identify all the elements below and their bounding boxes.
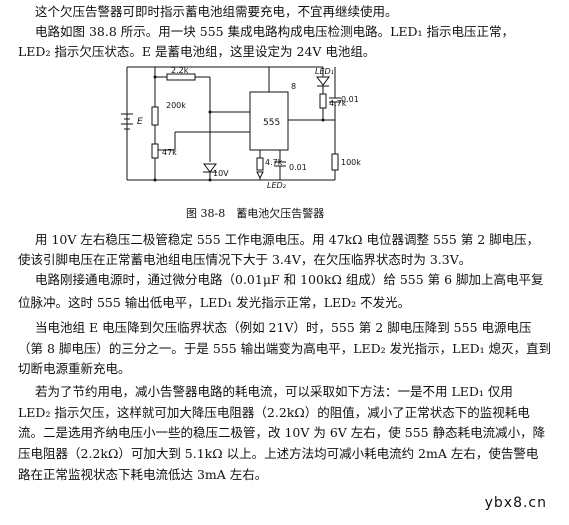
body-line-12: 路在正常监视状态下耗电流低达 3mA 左右。 (18, 467, 268, 482)
intro-line-3: LED₂ 指示欠压状态。E 是蓄电池组，这里设定为 24V 电池组。 (18, 44, 376, 59)
figure-caption: 图 38-8 蓄电池欠压告警器 (186, 207, 325, 220)
watermark: ybx8.cn (484, 495, 547, 511)
body-line-4: 位脉冲。这时 555 输出低电平，LED₁ 发光指示正常，LED₂ 不发光。 (18, 295, 411, 310)
body-line-6: （第 8 脚电压）的三分之一。于是 555 输出端变为高电平，LED₂ 发光指示… (18, 341, 552, 356)
body-line-5: 当电池组 E 电压降到欠压临界状态（例如 21V）时，555 第 2 脚电压降到… (35, 320, 532, 335)
r47-label: 47k (162, 148, 177, 157)
body-line-8: 若为了节约用电，减小告警器电路的耗电流，可以采取如下方法：一是不用 LED₁ 仅… (35, 384, 513, 399)
circuit-diagram: E 2.2k 200k 47k 10V 555 8 LED₁ 4.7k 0.01… (121, 66, 361, 190)
led2-label: LED₂ (267, 181, 287, 190)
c-bot-label: 0.01 (289, 163, 307, 172)
body-line-7: 切断电源重新充电。 (18, 361, 131, 376)
led1-label: LED₁ (315, 67, 334, 76)
body-line-3: 电路刚接通电源时，通过微分电路（0.01μF 和 100kΩ 组成）给 555 … (35, 272, 544, 287)
body-line-1: 用 10V 左右稳压二极管稳定 555 工作电源电压。用 47kΩ 电位器调整 … (35, 232, 540, 247)
intro-line-1: 这个欠压告警器可即时指示蓄电池组需要充电，不宜再继续使用。 (35, 4, 398, 19)
r-top-label: 2.2k (171, 66, 189, 75)
pin8-label: 8 (291, 82, 296, 91)
body-line-9: LED₂ 指示欠压，这样就可加大降压电阻器（2.2kΩ）的阻值，减小了正常状态下… (18, 405, 530, 420)
pot-label: 200k (166, 101, 186, 110)
c-right-label: 0.01 (341, 95, 359, 104)
battery-label: E (137, 117, 143, 127)
r100k-label: 100k (341, 158, 361, 167)
body-line-11: 压电阻器（2.2kΩ）可加大到 5.1kΩ 以上。上述方法均可减小耗电流约 2m… (18, 446, 539, 461)
chip-label: 555 (263, 118, 280, 128)
body-line-10: 流。二是选用齐纳电压小一些的稳压二极管，改 10V 为 6V 左右，使 555 … (18, 425, 546, 440)
body-line-2: 使该引脚电压在正常蓄电池组电压情况下大于 3.4V，在欠压临界状态时为 3.3V… (18, 252, 472, 267)
intro-line-2: 电路如图 38.8 所示。用一块 555 集成电路构成电压检测电路。LED₁ 指… (35, 24, 515, 39)
r47k-bot-label: 4.7k (265, 158, 283, 167)
r47k-led-label: 4.7k (329, 99, 347, 108)
zener-label: 10V (213, 169, 229, 178)
